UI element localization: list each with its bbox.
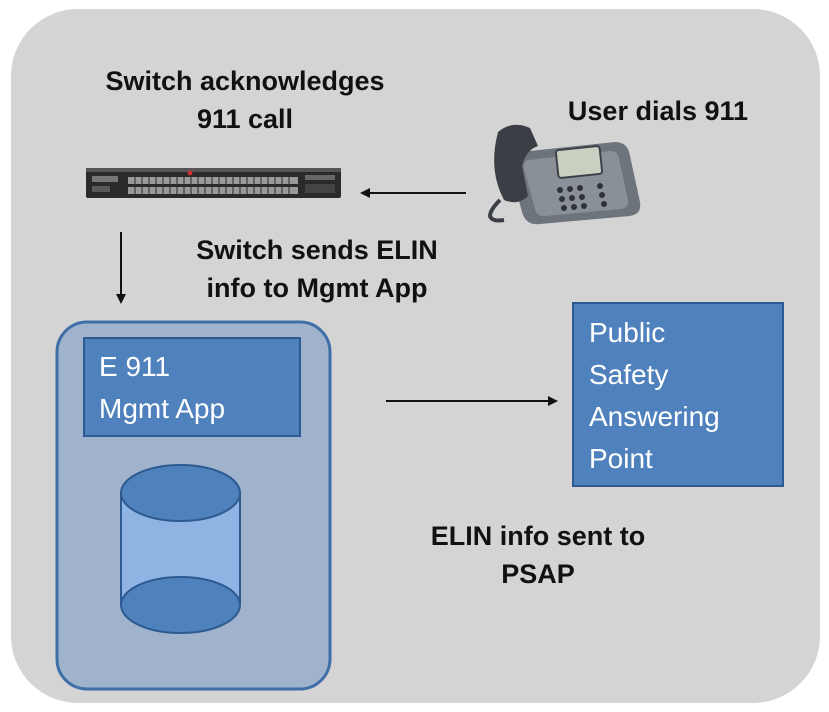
- mgmt-app-label: E 911 Mgmt App: [99, 346, 225, 430]
- switch-sends-line2: info to Mgmt App: [206, 273, 428, 303]
- elin-sent-line1: ELIN info sent to: [430, 521, 646, 551]
- switch-acknowledges-label: Switch acknowledges 911 call: [70, 62, 420, 138]
- user-dials-text: User dials 911: [567, 96, 749, 126]
- switch-acknowledges-line1: Switch acknowledges: [105, 66, 385, 96]
- desk-phone-icon: [487, 124, 641, 225]
- elin-sent-line2: PSAP: [501, 559, 575, 589]
- psap-line-safety: Safety: [589, 359, 669, 390]
- switch-sends-line1: Switch sends ELIN: [196, 235, 438, 265]
- switch-sends-label: Switch sends ELIN info to Mgmt App: [172, 231, 462, 307]
- switch-acknowledges-line2: 911 call: [196, 104, 294, 134]
- elin-sent-label: ELIN info sent to PSAP: [398, 517, 678, 593]
- psap-line-point: Point: [589, 443, 653, 474]
- mgmt-app-box: [83, 337, 301, 437]
- psap-box: [572, 302, 784, 487]
- psap-line-answering: Answering: [589, 401, 720, 432]
- user-dials-label: User dials 911: [538, 92, 778, 130]
- psap-line-public: Public: [589, 317, 666, 348]
- network-switch-icon: [86, 168, 341, 198]
- mgmt-app-line2: Mgmt App: [99, 393, 226, 424]
- psap-label: Public Safety Answering Point: [589, 312, 720, 480]
- mgmt-app-line1: E 911: [99, 351, 171, 382]
- database-cylinder-icon: [120, 464, 241, 634]
